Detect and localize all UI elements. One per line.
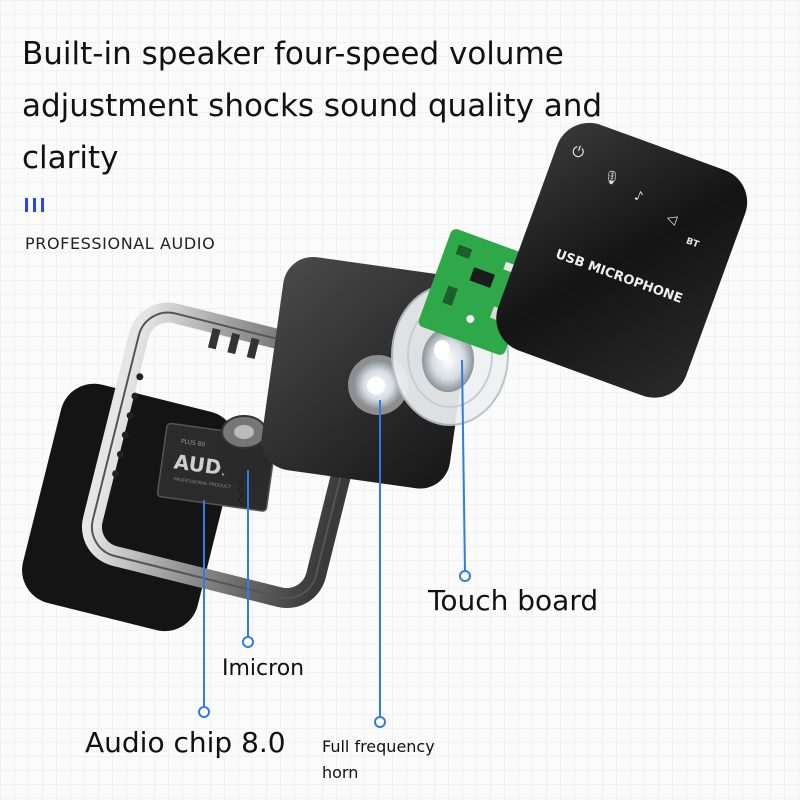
- mic-capsule: [218, 415, 270, 506]
- headline: Built-in speaker four-speed volume adjus…: [22, 36, 603, 176]
- imicron-label: Imicron: [222, 656, 305, 681]
- accent-bars: [25, 198, 44, 212]
- speaker-icon: ◁: [664, 211, 679, 229]
- chip-print-small: PLUS 80: [180, 438, 205, 448]
- metal-frame: [81, 302, 373, 609]
- callout-pointers: [198, 359, 471, 728]
- mic-mute-icon: 🎙: [601, 168, 622, 189]
- bt-label: BT: [684, 236, 700, 250]
- horn-label: Full frequency horn: [322, 737, 435, 782]
- audio-chip-label: Audio chip 8.0: [85, 726, 286, 759]
- touch-board-label: Touch board: [428, 584, 599, 617]
- subtitle: PROFESSIONAL AUDIO: [25, 234, 216, 253]
- pointer-touch-board: [461, 359, 466, 573]
- top-shell: ⏻ 🎙 ♪ ◁ BT USB MICROPHONE: [496, 122, 748, 398]
